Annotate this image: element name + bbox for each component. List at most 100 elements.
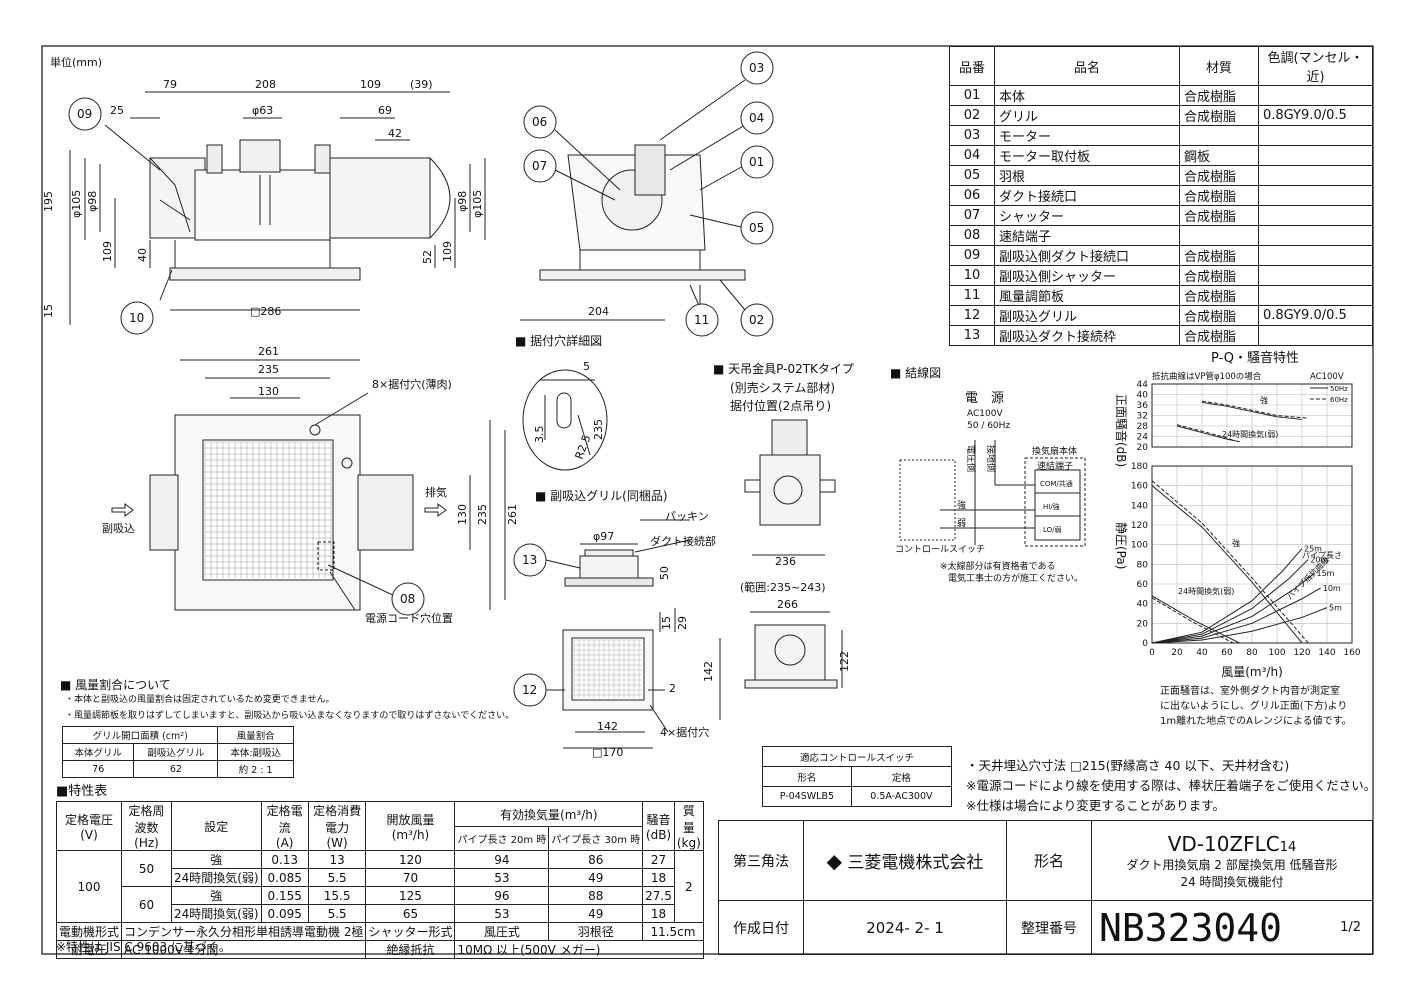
switch-model: P-04SWLB5 [762,786,852,807]
parts-cell [1258,85,1373,106]
svg-text:235: 235 [258,363,279,376]
airflow-header: 風量割合 [217,726,294,744]
motor-value: コンデンサー永久分相形単相誘導電動機 2極 [121,922,367,941]
parts-cell: 合成樹脂 [1179,245,1259,266]
x-axis-label: 風量(m³/h) [1221,665,1283,679]
x-tick-label: 0 [1149,648,1155,658]
svg-text:11: 11 [694,313,709,327]
resistance-curve [1151,559,1309,644]
motor-label: 電動機形式 [55,922,123,941]
svg-text:副吸込: 副吸込 [102,522,135,535]
svg-text:φ105: φ105 [471,190,484,218]
pq-strong-label: 強 [1232,538,1240,548]
parts-cell: 羽根 [994,165,1180,186]
parts-cell: 合成樹脂 [1179,185,1259,206]
parts-cell: 合成樹脂 [1179,325,1259,346]
svg-text:79: 79 [163,78,177,91]
resistance-curve [1151,607,1328,644]
svg-text:204: 204 [588,305,609,318]
svg-text:□286: □286 [250,305,281,318]
spec-airflow-20m: 53 [454,868,550,887]
spec-power: 5.5 [307,904,367,923]
x-tick-label: 140 [1318,648,1335,658]
svg-text:コントロールスイッチ: コントロールスイッチ [895,544,985,555]
spec-header: 開放風量 (m³/h) [365,801,456,851]
insulation-value: 10MΩ 以上(500V メガー) [454,940,704,959]
svg-text:8×据付穴(薄肉): 8×据付穴(薄肉) [372,377,452,391]
chart-subtitle: 抵抗曲線はVP管φ100の場合 [1152,371,1262,382]
parts-cell [1258,125,1373,146]
side-view-callouts: 204 03 04 06 07 01 05 11 02 [532,61,764,327]
spec-power: 13 [307,850,367,869]
svg-text:排気: 排気 [425,485,447,499]
spec-power: 5.5 [307,868,367,887]
spec-title: ■特性表 [56,784,108,799]
parts-cell [1258,205,1373,226]
svg-text:ダクト接続部: ダクト接続部 [650,534,716,548]
svg-text:261: 261 [258,345,279,358]
spec-noise: 18 [642,868,675,887]
svg-text:195: 195 [42,191,55,212]
parts-cell: 13 [949,325,995,346]
pressure-tick-label: 100 [1131,541,1148,551]
noise-tick-label: 40 [1137,391,1149,401]
drawing-number: NB323040 [1099,905,1283,950]
svg-text:弱: 弱 [957,518,966,529]
resistance-label: 5m [1329,604,1342,613]
switch-rating: 0.5A-AC300V [850,786,953,807]
spec-airflow-20m: 94 [454,850,550,869]
svg-text:266: 266 [777,598,798,611]
svg-text:130: 130 [456,504,469,525]
model-cell: VD-10ZFLC14 ダクト用換気扇 2 部屋換気用 低騒音形 24 時間換気… [1091,820,1373,901]
svg-text:12: 12 [522,683,537,697]
svg-text:29: 29 [676,616,689,630]
parts-cell [1258,265,1373,286]
parts-cell: 副吸込側ダクト接続口 [994,245,1180,266]
parts-cell: 11 [949,285,995,306]
pq-series-line [1151,485,1303,644]
parts-cell: 合成樹脂 [1179,105,1259,126]
note-line: ※仕様は場合により変更することがあります。 [966,798,1225,813]
spec-airflow-30m: 88 [548,886,644,905]
spec-current: 0.155 [260,886,309,905]
spec-footnote: ※特性は JIS C 9603 に基づく。 [56,940,231,954]
spec-airflow-30m: 86 [548,850,644,869]
front-view-dims: 79 208 109 (39) 25 φ63 69 42 195 φ105 φ9… [42,78,484,325]
svg-text:※太線部分は有資格者である: ※太線部分は有資格者である [940,560,1055,572]
parts-cell: 12 [949,305,995,326]
x-tick-label: 120 [1293,648,1310,658]
parts-cell [1258,325,1373,346]
sub-grille [513,519,721,749]
pressure-axis-label: 静圧(Pa) [1114,522,1128,569]
spec-header: 有効換気量(m³/h) [454,800,644,828]
pq-weak-label: 24時間換気(弱) [1178,586,1234,596]
parts-cell: モーター [994,125,1180,146]
pressure-tick-label: 180 [1131,462,1148,472]
noise-tick-label: 44 [1137,380,1149,390]
top-view-labels: 261 235 130 130 235 261 8×据付穴(薄肉) 副吸込 排気… [102,345,519,625]
parts-header: 品名 [994,46,1180,86]
noise-tick-label: 36 [1137,401,1149,411]
x-tick-label: 20 [1171,648,1183,658]
page-number: 1/2 [1340,919,1361,935]
parts-cell: 05 [949,165,995,186]
note-line: ※電源コードにより線を使用する際は、棒状圧着端子をご使用ください。 [966,778,1377,793]
svg-text:50: 50 [658,566,671,580]
chart-title: P-Q・騒音特性 [1211,350,1299,366]
svg-text:HI/強: HI/強 [1043,503,1060,511]
svg-text:(39): (39) [410,78,433,91]
spec-table: 定格電圧 (V) 定格周波数 (Hz) 設定 定格電流 (A) 定格消費電力 (… [55,800,704,959]
svg-text:06: 06 [532,115,547,129]
svg-text:接地側: 接地側 [985,445,997,472]
airflow-value: 62 [133,760,219,778]
svg-text:パッキン: パッキン [665,510,709,523]
x-tick-label: 60 [1221,648,1233,658]
noise-tick-label: 28 [1137,422,1149,432]
